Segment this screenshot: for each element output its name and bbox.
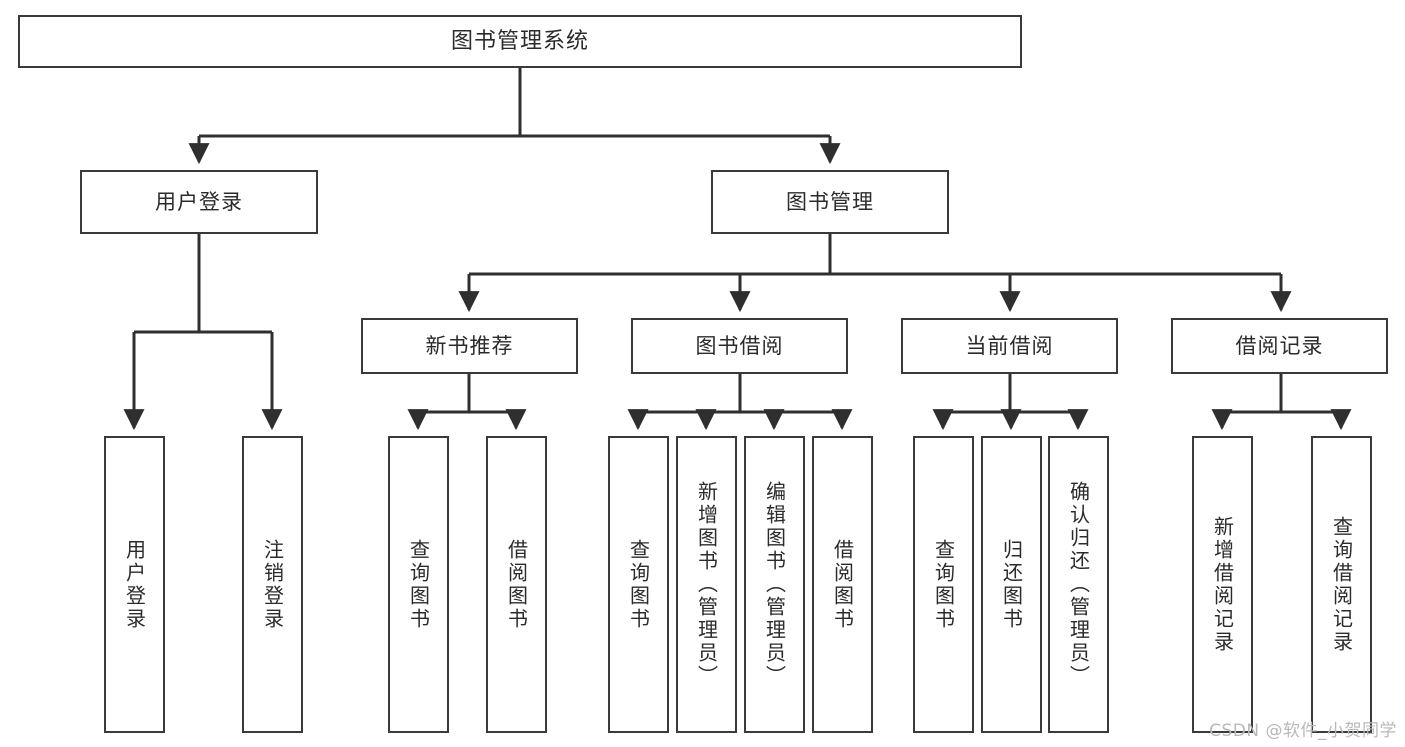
node-book-borrow[interactable]: 图书借阅 [631,318,848,374]
node-current-borrow[interactable]: 当前借阅 [901,318,1118,374]
node-new-book-recommend[interactable]: 新书推荐 [361,318,578,374]
node-leaf-current-query-book[interactable]: 查询图书 [913,436,974,733]
node-leaf-recommend-query-book[interactable]: 查询图书 [388,436,449,733]
node-leaf-user-login[interactable]: 用户登录 [104,436,165,733]
node-borrow-record[interactable]: 借阅记录 [1171,318,1388,374]
node-leaf-record-add[interactable]: 新增借阅记录 [1192,436,1253,733]
node-label: 注销登录 [260,538,285,631]
node-label: 用户登录 [122,538,147,631]
node-label: 编辑图书（管理员） [762,481,787,688]
node-label: 查询借阅记录 [1329,515,1354,654]
node-leaf-current-return-book[interactable]: 归还图书 [981,436,1042,733]
node-label: 用户登录 [155,189,243,214]
node-leaf-record-query[interactable]: 查询借阅记录 [1311,436,1372,733]
node-label: 借阅图书 [504,538,529,631]
node-leaf-borrow-add-book[interactable]: 新增图书（管理员） [676,436,737,733]
node-label: 确认归还（管理员） [1066,481,1091,688]
node-label: 借阅图书 [830,538,855,631]
node-user-login[interactable]: 用户登录 [80,170,318,234]
node-label: 查询图书 [406,538,431,631]
node-label: 新书推荐 [425,333,514,358]
node-root-system[interactable]: 图书管理系统 [18,15,1022,68]
node-label: 归还图书 [999,538,1024,631]
node-leaf-recommend-borrow-book[interactable]: 借阅图书 [486,436,547,733]
node-label: 图书借阅 [695,333,784,358]
node-leaf-borrow-query-book[interactable]: 查询图书 [608,436,669,733]
node-label: 新增借阅记录 [1210,515,1235,654]
node-label: 查询图书 [931,538,956,631]
node-label: 图书管理 [786,189,874,214]
node-label: 借阅记录 [1235,333,1324,358]
watermark-text: CSDN @软件_小贺同学 [1209,721,1397,741]
node-label: 查询图书 [626,538,651,631]
node-book-management[interactable]: 图书管理 [711,170,949,234]
node-label: 图书管理系统 [450,28,589,54]
node-leaf-user-logout[interactable]: 注销登录 [242,436,303,733]
node-leaf-borrow-edit-book[interactable]: 编辑图书（管理员） [744,436,805,733]
node-label: 新增图书（管理员） [694,481,719,688]
node-label: 当前借阅 [965,333,1054,358]
node-leaf-current-confirm-return[interactable]: 确认归还（管理员） [1048,436,1109,733]
node-leaf-borrow-borrow-book[interactable]: 借阅图书 [812,436,873,733]
